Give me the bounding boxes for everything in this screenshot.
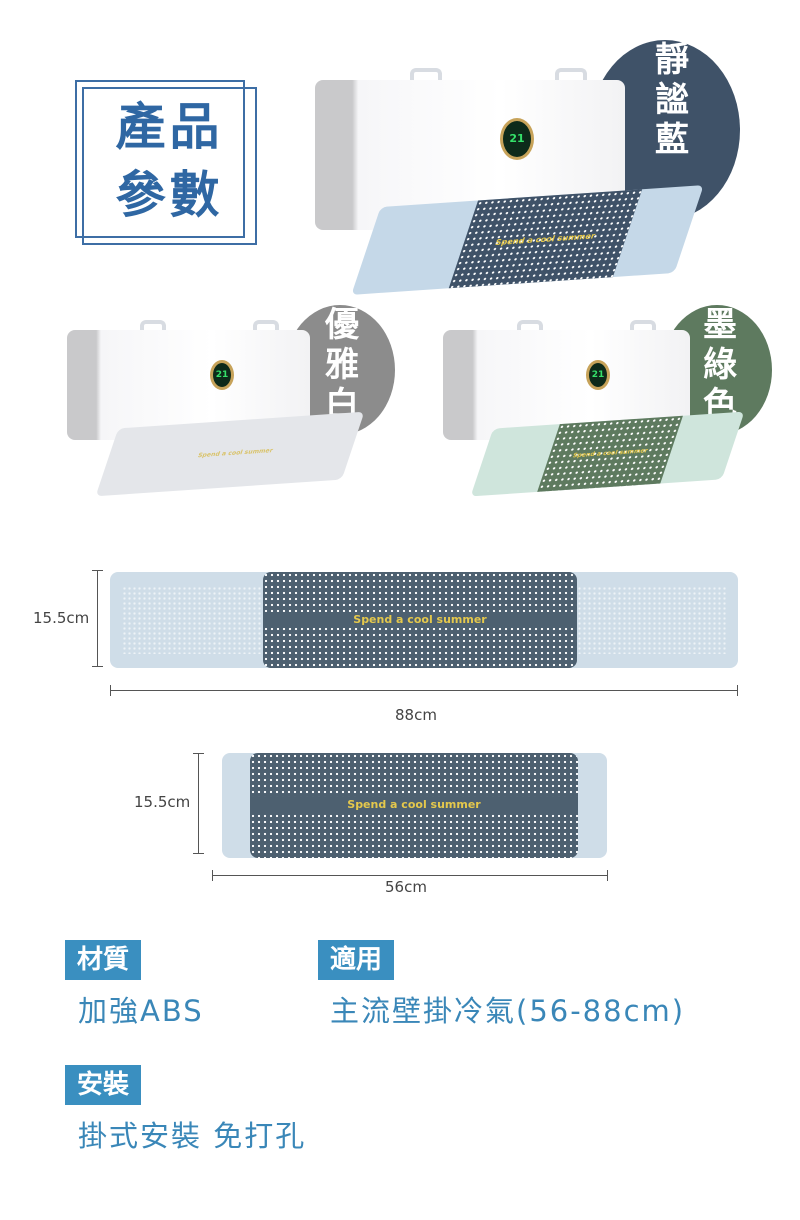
width-label-small: 56cm	[385, 878, 427, 896]
slogan: Spend a cool summer	[250, 797, 578, 813]
width-line	[110, 690, 737, 691]
tick	[212, 870, 213, 881]
width-line	[212, 875, 607, 876]
deflector-small: Spend a cool summer	[222, 753, 607, 858]
variant-label-blue: 靜 謐 藍	[652, 40, 692, 160]
tick	[92, 666, 103, 667]
tick	[737, 685, 738, 696]
spec-install-value: 掛式安裝 免打孔	[78, 1119, 307, 1153]
temperature-display: 21	[210, 360, 234, 390]
deflector-large: Spend a cool summer	[110, 572, 738, 668]
width-label-large: 88cm	[395, 706, 437, 724]
spec-usage-label: 適用	[318, 940, 395, 980]
temperature-display: 21	[500, 118, 534, 160]
char: 雅	[325, 345, 359, 385]
variant-label-white: 優 雅 白	[322, 305, 362, 425]
char: 藍	[655, 120, 689, 160]
title-frame: 產品 參數	[82, 87, 257, 245]
char: 優	[325, 305, 359, 345]
spec-material-label: 材質	[65, 940, 142, 980]
char: 綠	[703, 345, 737, 385]
title-frame-back	[75, 80, 245, 238]
slogan: Spend a cool summer	[263, 612, 577, 628]
slogan: Spend a cool summer	[196, 447, 274, 460]
tick	[110, 685, 111, 696]
height-line	[198, 753, 199, 853]
temperature-display: 21	[586, 360, 610, 390]
spec-install-label: 安裝	[65, 1065, 142, 1105]
tick	[607, 870, 608, 881]
height-label-small: 15.5cm	[134, 793, 191, 811]
tick	[92, 570, 103, 571]
title-line1: 產品	[115, 98, 224, 156]
char: 靜	[655, 40, 689, 80]
spec-usage-value: 主流壁掛冷氣(56-88cm)	[330, 994, 686, 1028]
height-line	[97, 570, 98, 666]
char: 墨	[703, 305, 737, 345]
tick	[193, 853, 204, 854]
spec-material-value: 加強ABS	[78, 994, 204, 1028]
height-label-large: 15.5cm	[33, 609, 90, 627]
title-line2: 參數	[115, 166, 224, 224]
variant-label-green: 墨 綠 色	[700, 305, 740, 425]
char: 謐	[655, 80, 689, 120]
tick	[193, 753, 204, 754]
